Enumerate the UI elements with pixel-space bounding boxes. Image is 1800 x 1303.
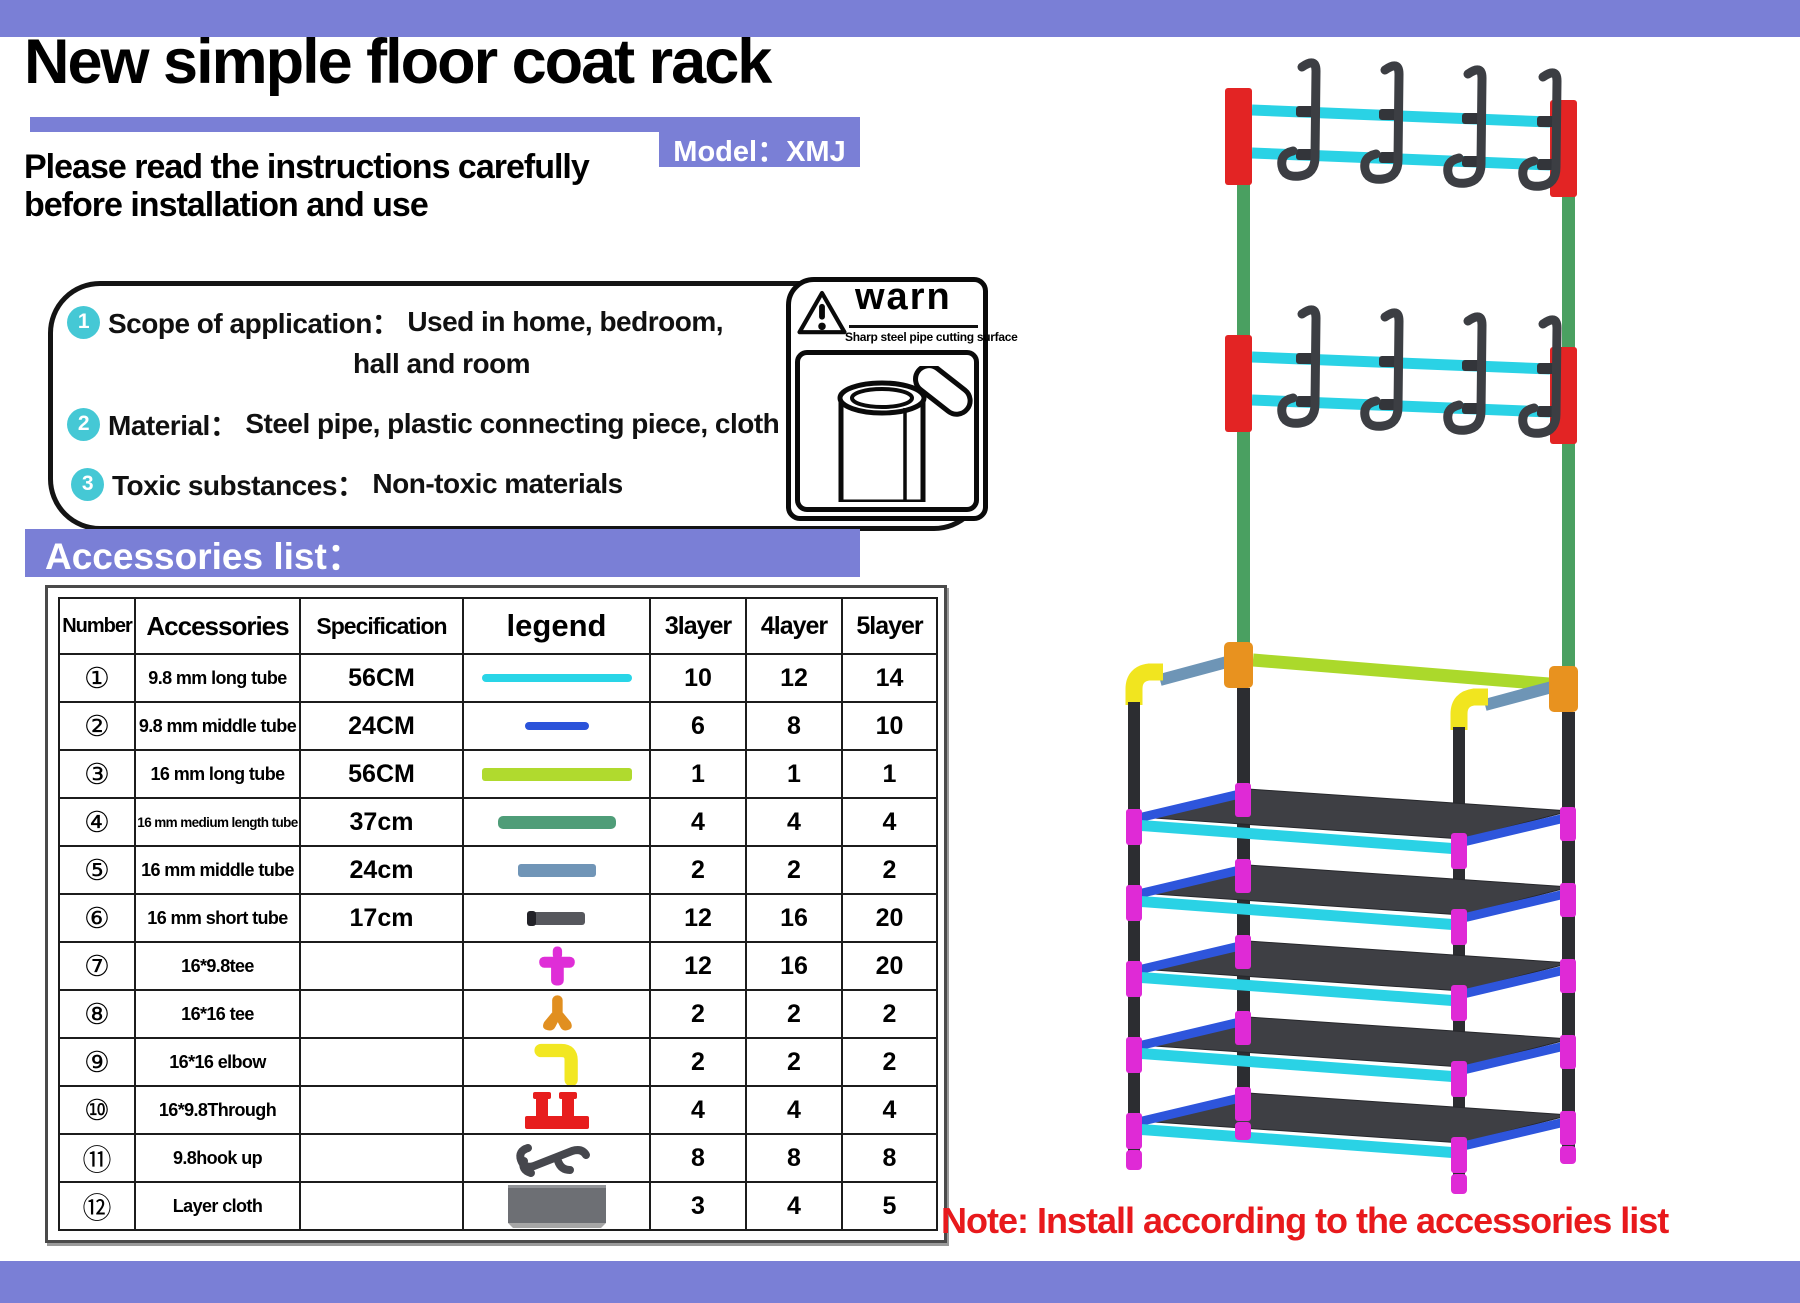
warn-subtitle: Sharp steel pipe cutting surface — [845, 330, 1018, 344]
col-header-specification: Specification — [299, 597, 464, 655]
info-item-material: 2 Material： Steel pipe, plastic connecti… — [67, 404, 780, 444]
tube-end-cap — [526, 910, 536, 926]
col-header-5layer: 5layer — [841, 597, 938, 655]
install-note: Note: Install according to the accessori… — [941, 1200, 1669, 1241]
col-header-4layer: 4layer — [745, 597, 843, 655]
page-title: New simple floor coat rack — [24, 27, 772, 97]
accessories-banner: Accessories list： — [25, 529, 860, 577]
layer-cloth-icon — [465, 1184, 648, 1228]
info-text: Used in home, bedroom, — [407, 306, 724, 337]
table-row: ④ 16 mm medium length tube 37cm 4 4 4 — [58, 797, 938, 847]
info-text: Steel pipe, plastic connecting piece, cl… — [245, 408, 780, 439]
info-text: hall and room — [353, 348, 531, 379]
gray-short-tube-swatch — [526, 910, 585, 926]
table-header-row: Number Accessories Specification legend … — [58, 597, 938, 655]
warning-box: warn Sharp steel pipe cutting surface — [786, 276, 1018, 521]
notice-line-2: before installation and use — [24, 186, 429, 225]
steel-pipe-cut-icon — [801, 363, 973, 507]
green-long-tube-swatch — [481, 767, 632, 781]
badge-1: 1 — [67, 305, 100, 339]
bottom-accent-bar — [0, 1261, 1800, 1303]
table-row: ⑥ 16 mm short tube 17cm 12 16 20 — [58, 893, 938, 943]
col-header-3layer: 3layer — [649, 597, 747, 655]
table-row: ⑩ 16*9.8Through 4 4 4 — [58, 1085, 938, 1135]
info-label: Material： — [108, 410, 238, 441]
table-row: ③ 16 mm long tube 56CM 1 1 1 — [58, 749, 938, 799]
table-row: ② 9.8 mm middle tube 24CM 6 8 10 — [58, 701, 938, 751]
info-label: Scope of application： — [108, 308, 400, 339]
through-connector-icon — [465, 1088, 648, 1132]
accessories-table: Number Accessories Specification legend … — [58, 597, 938, 1231]
warning-header: warn Sharp steel pipe cutting surface — [791, 276, 1018, 348]
coat-rack-illustration — [1125, 50, 1578, 1194]
col-header-accessories: Accessories — [134, 597, 301, 655]
table-row: ⑫ Layer cloth 3 4 5 — [58, 1181, 938, 1231]
table-row: ⑨ 16*16 elbow 2 2 2 — [58, 1037, 938, 1087]
info-label: Toxic substances： — [112, 470, 365, 501]
tee-connector-icon — [465, 992, 648, 1036]
table-row: ① 9.8 mm long tube 56CM 10 12 14 — [58, 653, 938, 703]
product-info-box: 1 Scope of application： Used in home, be… — [48, 281, 986, 531]
col-header-legend: legend — [462, 597, 651, 655]
accessories-table-frame: Number Accessories Specification legend … — [45, 585, 947, 1243]
top-accent-bar — [0, 0, 1800, 37]
read-instructions-notice: Please read the instructions carefully b… — [24, 148, 590, 225]
notice-line-1: Please read the instructions carefully — [24, 148, 590, 186]
badge-3: 3 — [71, 467, 104, 501]
info-item-toxic: 3 Toxic substances： Non-toxic materials — [71, 464, 623, 504]
table-row: ⑦ 16*9.8tee 12 16 20 — [58, 941, 938, 991]
cyan-long-tube-swatch — [481, 674, 632, 682]
table-row: ⑤ 16 mm middle tube 24cm 2 2 2 — [58, 845, 938, 895]
hook-icon — [465, 1136, 648, 1180]
table-row: ⑧ 16*16 tee 2 2 2 — [58, 989, 938, 1039]
steelblue-middle-tube-swatch — [517, 863, 596, 877]
blue-middle-tube-swatch — [524, 722, 589, 730]
info-item-scope-line2: hall and room — [353, 348, 531, 380]
elbow-connector-icon — [465, 1040, 648, 1084]
badge-2: 2 — [67, 407, 100, 441]
title-underline — [30, 117, 860, 132]
warning-triangle-icon — [797, 290, 847, 341]
table-row: ⑪ 9.8hook up 8 8 8 — [58, 1133, 938, 1183]
info-item-scope: 1 Scope of application： Used in home, be… — [67, 302, 724, 342]
warning-illustration-frame — [795, 350, 979, 512]
info-text: Non-toxic materials — [372, 468, 623, 499]
warn-underline — [849, 325, 978, 328]
model-label: Model：XMJ — [659, 130, 860, 168]
seagreen-medium-tube-swatch — [497, 815, 616, 829]
col-header-number: Number — [58, 597, 136, 655]
tee-connector-icon — [465, 944, 648, 988]
warn-title: warn — [855, 276, 952, 318]
